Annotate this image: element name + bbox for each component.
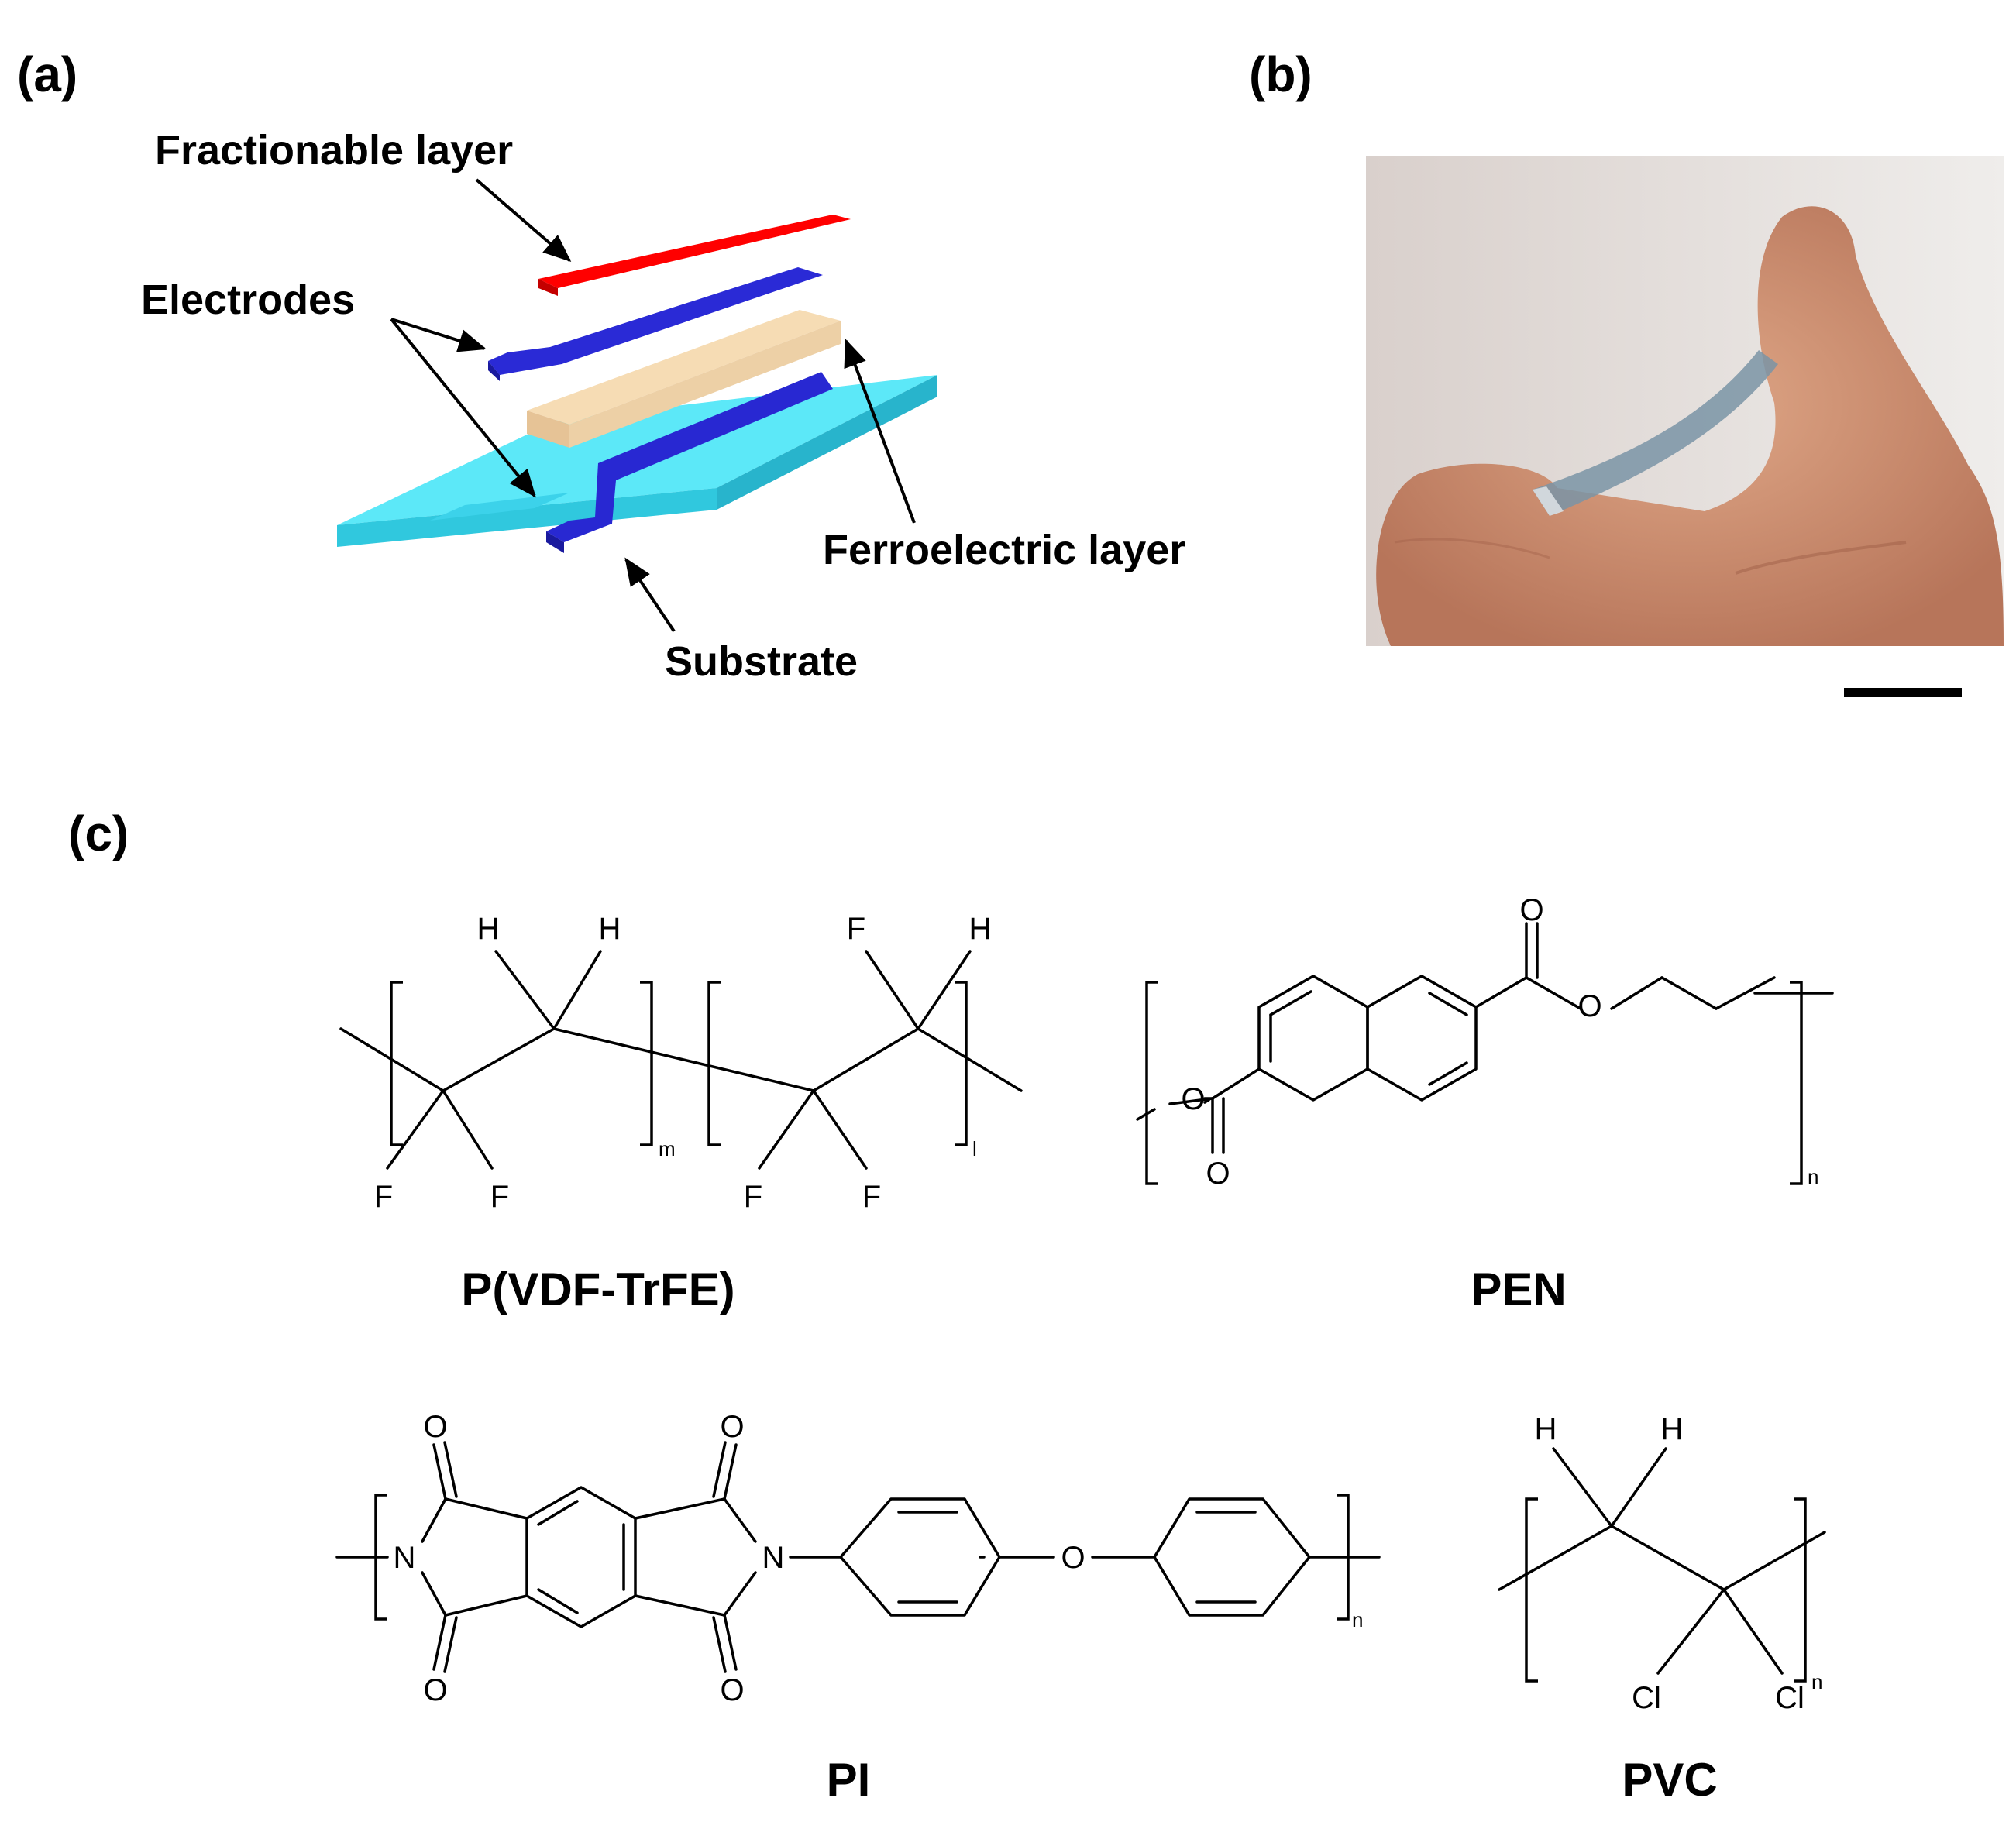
- electrodes-arrow-top: [390, 318, 487, 352]
- hand: [1376, 206, 2004, 647]
- pi-atom-o2: O: [423, 1673, 447, 1707]
- pi-atom-n2: N: [762, 1541, 785, 1575]
- pvdf-atom-h2: H: [599, 912, 621, 946]
- pvc-atom-h1: H: [1535, 1412, 1557, 1446]
- pvc-atom-h2: H: [1661, 1412, 1684, 1446]
- pi-atom-o-ether: O: [1061, 1541, 1085, 1575]
- bottom-electrode: [546, 372, 833, 553]
- panel-a: (a): [17, 46, 1185, 685]
- pvc-subscript-n: n: [1811, 1670, 1822, 1693]
- pi-atom-o1: O: [423, 1410, 447, 1444]
- pvc-caption: PVC: [1622, 1754, 1717, 1806]
- fractionable-layer: [538, 215, 851, 296]
- pvdf-subscript-m: m: [659, 1137, 676, 1160]
- panel-a-label: (a): [17, 46, 77, 102]
- panel-c: (c) H H F: [68, 806, 1834, 1806]
- pi-atom-n1: N: [394, 1541, 416, 1575]
- electrodes-arrow-bottom: [390, 318, 536, 498]
- pi-structure: N N O O O O O n: [335, 1410, 1381, 1707]
- pvdf-atom-h1: H: [477, 912, 500, 946]
- flexible-film: [1533, 350, 1778, 516]
- pen-subscript-n: n: [1808, 1165, 1818, 1188]
- pvdf-atom-f5: F: [862, 1180, 881, 1214]
- pen-atom-o-ester-top: O: [1577, 989, 1601, 1023]
- fractionable-layer-label: Fractionable layer: [155, 127, 513, 174]
- panel-b-label: (b): [1249, 46, 1312, 102]
- pvdf-atom-f1: F: [374, 1180, 393, 1214]
- substrate-arrow: [624, 557, 676, 633]
- panel-c-label: (c): [68, 806, 129, 861]
- panel-b: (b): [1249, 46, 2004, 697]
- pvdf-trfe-structure: H H F F F F F H m l: [339, 912, 1023, 1214]
- pi-subscript-n: n: [1352, 1608, 1363, 1631]
- fractionable-arrow: [475, 178, 572, 262]
- top-electrode: [488, 267, 823, 381]
- pen-atom-o-ester-left: O: [1181, 1082, 1205, 1116]
- substrate-label: Substrate: [665, 638, 858, 685]
- scale-bar: [1844, 688, 1962, 697]
- ferroelectric-layer: [527, 310, 841, 448]
- pen-caption: PEN: [1471, 1263, 1566, 1315]
- pen-structure: O O O O n: [1136, 893, 1834, 1191]
- pvc-atom-cl1: Cl: [1632, 1681, 1661, 1715]
- pi-atom-o4: O: [720, 1673, 744, 1707]
- ferroelectric-layer-label: Ferroelectric layer: [823, 527, 1185, 573]
- pen-atom-o-carbonyl-top: O: [1519, 893, 1543, 927]
- pi-atom-o3: O: [720, 1410, 744, 1444]
- device-stack: [337, 215, 937, 553]
- device-photo: [1366, 156, 2004, 647]
- pvdf-atom-f3: F: [744, 1180, 762, 1214]
- pvc-structure: H H Cl Cl n: [1498, 1412, 1826, 1715]
- pvdf-subscript-l: l: [972, 1137, 977, 1160]
- pen-atom-o-carbonyl-bottom: O: [1206, 1157, 1230, 1191]
- pvdf-trfe-caption: P(VDF-TrFE): [461, 1263, 734, 1315]
- pvdf-atom-f2: F: [490, 1180, 509, 1214]
- electrodes-label: Electrodes: [141, 277, 355, 323]
- pvdf-atom-h3: H: [969, 912, 992, 946]
- pi-caption: PI: [827, 1754, 871, 1806]
- pvdf-atom-f4: F: [847, 912, 865, 946]
- pvc-atom-cl2: Cl: [1775, 1681, 1804, 1715]
- ferroelectric-arrow: [844, 339, 916, 524]
